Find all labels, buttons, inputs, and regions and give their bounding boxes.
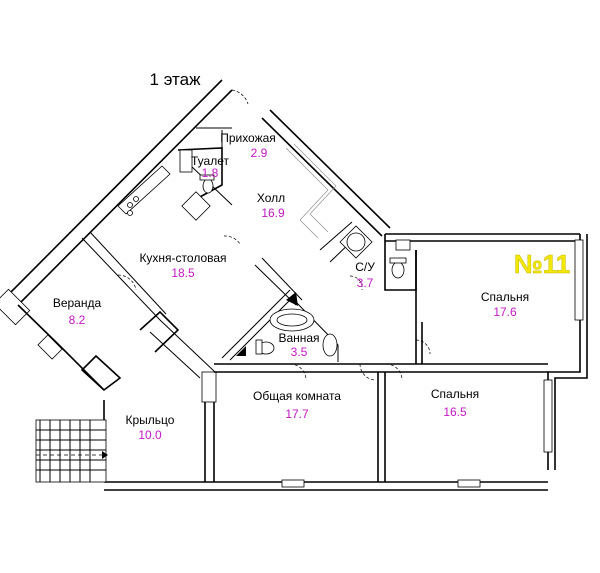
room-obschaya: Общая комната 17.7 <box>253 389 341 421</box>
room-area: 16.9 <box>261 206 285 220</box>
doors <box>117 89 431 381</box>
interior-walls <box>59 127 548 482</box>
room-spalnya-1: Спальня 17.6 <box>481 290 529 319</box>
room-name: Прихожая <box>220 131 276 145</box>
room-name: Крыльцо <box>126 413 175 427</box>
room-area: 2.9 <box>251 146 268 160</box>
exterior-walls <box>0 79 588 491</box>
room-name: Холл <box>257 191 285 205</box>
room-kuhnya: Кухня-столовая 18.5 <box>139 251 226 280</box>
room-area: 18.5 <box>171 266 195 280</box>
room-area: 10.0 <box>138 428 162 442</box>
room-spalnya-2: Спальня 16.5 <box>431 387 479 419</box>
room-holl: Холл 16.9 <box>257 191 285 220</box>
room-area: 17.7 <box>285 407 309 421</box>
room-su: С/У 3.7 <box>355 260 375 290</box>
room-area: 1.8 <box>202 166 219 180</box>
room-area: 16.5 <box>443 405 467 419</box>
room-name: Общая комната <box>253 389 341 403</box>
room-prihozhaya: Прихожая 2.9 <box>220 131 276 160</box>
room-name: Туалет <box>191 154 229 168</box>
room-name: Ванная <box>278 331 319 345</box>
room-area: 17.6 <box>493 305 517 319</box>
room-area: 3.7 <box>357 276 374 290</box>
room-name: Веранда <box>53 296 102 310</box>
room-area: 8.2 <box>69 313 86 327</box>
room-name: Спальня <box>481 290 529 304</box>
fixtures <box>35 149 411 483</box>
floor-label: 1 этаж <box>150 70 202 89</box>
room-tualet: Туалет 1.8 <box>191 154 229 180</box>
room-name: Кухня-столовая <box>139 251 226 265</box>
room-name: С/У <box>355 260 375 274</box>
room-area: 3.5 <box>291 345 308 359</box>
room-name: Спальня <box>431 387 479 401</box>
apartment-number: №11 <box>514 249 570 279</box>
room-vannaya: Ванная 3.5 <box>278 331 319 359</box>
room-kryltso: Крыльцо 10.0 <box>126 413 175 442</box>
room-veranda: Веранда 8.2 <box>53 296 102 327</box>
glass-partitions <box>285 143 337 239</box>
